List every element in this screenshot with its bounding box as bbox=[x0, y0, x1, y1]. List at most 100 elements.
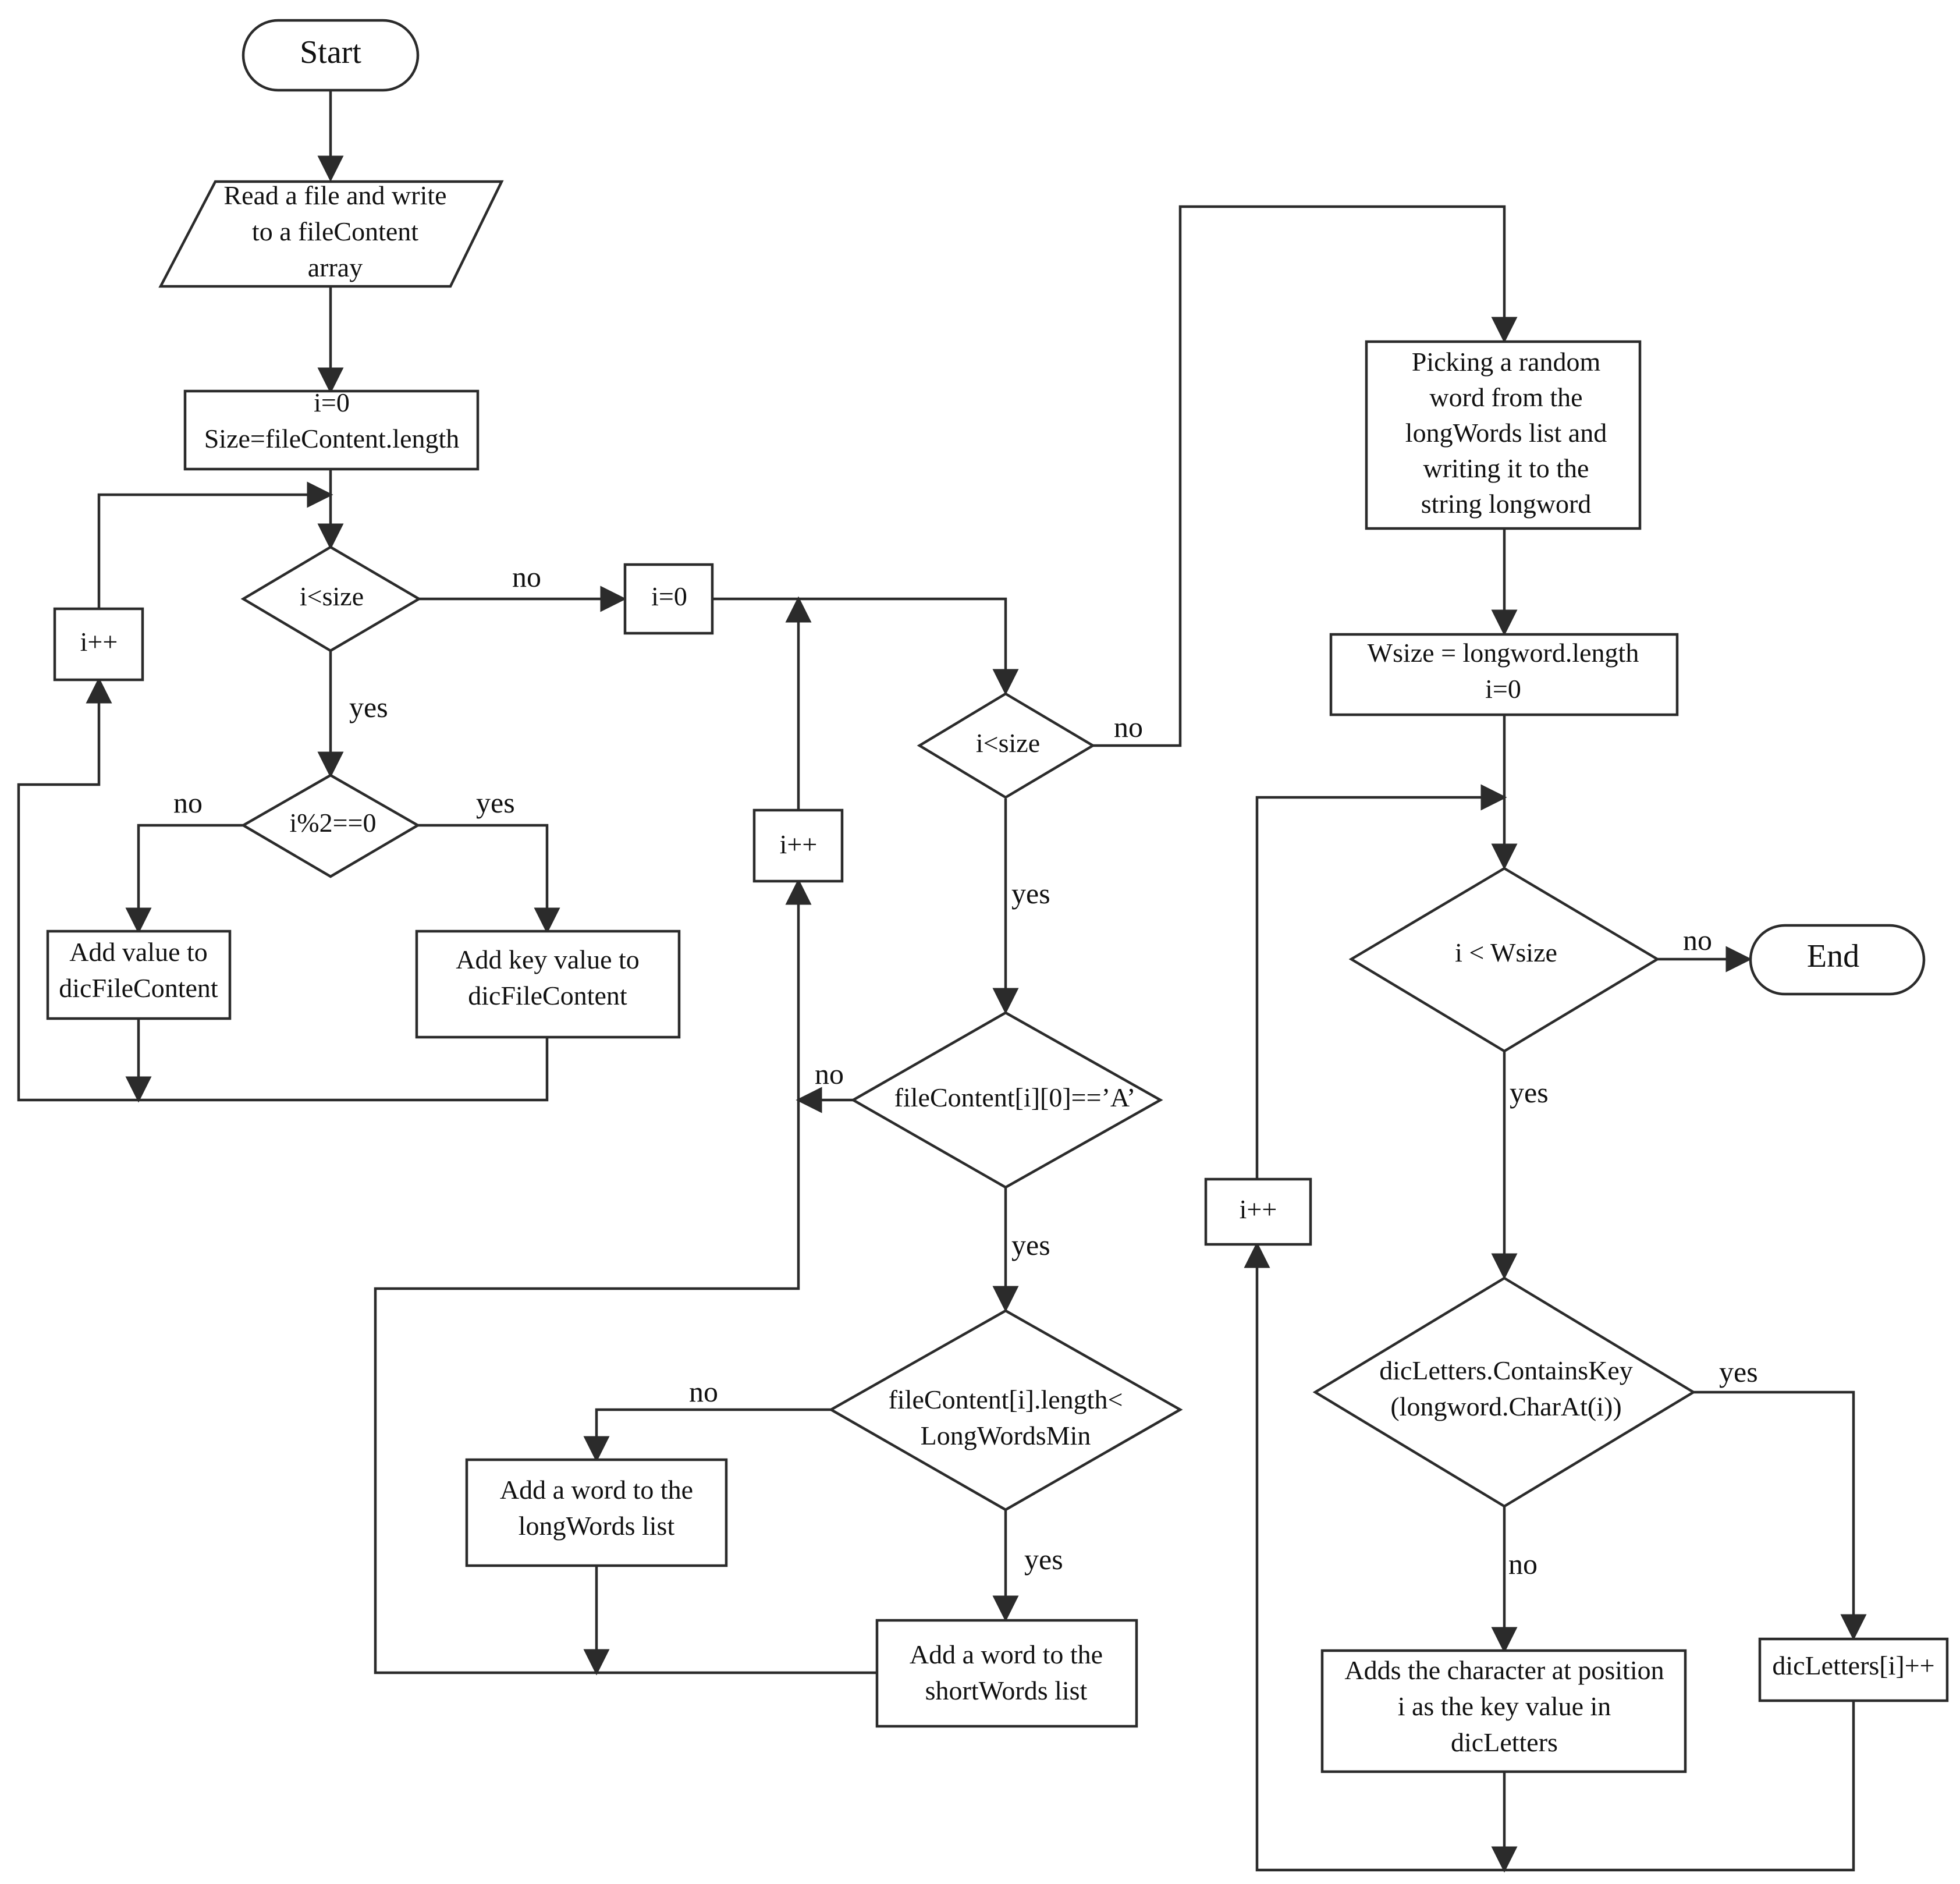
node-label-line: i%2==0 bbox=[290, 808, 377, 838]
cond-i-lt-wsize-decision bbox=[1348, 867, 1660, 1053]
node-labels: Start Read a file and write to a fileCont… bbox=[59, 34, 1934, 1757]
node-label-line: Add key value to bbox=[456, 945, 640, 974]
inc-i-3-label: i++ bbox=[1240, 1194, 1277, 1224]
pick-random-process bbox=[1365, 340, 1642, 530]
cond-i-lt-size-2-label: i<size bbox=[976, 728, 1040, 758]
node-label-line: Add a word to the bbox=[910, 1640, 1103, 1669]
node-label-line: fileContent[i].length< bbox=[889, 1385, 1123, 1414]
shapes bbox=[46, 19, 1949, 1773]
node-label-line: Add a word to the bbox=[500, 1475, 693, 1505]
edge-labels: no yes no yes no yes no yes no yes no ye… bbox=[173, 560, 1758, 1580]
node-label-line: i<size bbox=[976, 728, 1040, 758]
edge-reset-to-cond2 bbox=[712, 597, 1019, 696]
node-label-line: Wsize = longword.length bbox=[1368, 638, 1639, 668]
init-wsize-process bbox=[1329, 633, 1679, 716]
length-yes-label: yes bbox=[1024, 1543, 1063, 1576]
add-short-word-label: Add a word to the shortWords list bbox=[910, 1640, 1103, 1705]
contains-no-label: no bbox=[1508, 1548, 1538, 1580]
inc-i-1-process bbox=[53, 607, 144, 682]
add-key-value-process bbox=[415, 929, 681, 1039]
contains-yes-label: yes bbox=[1719, 1356, 1758, 1388]
edge-add-key-merge bbox=[17, 677, 549, 1102]
node-label-line: array bbox=[308, 253, 363, 282]
inc-i-1-label: i++ bbox=[80, 627, 118, 657]
mod2-yes-label: yes bbox=[476, 786, 515, 819]
node-label-line: string longword bbox=[1421, 489, 1592, 519]
mod2-no-label: no bbox=[173, 786, 203, 819]
node-label-line: i < Wsize bbox=[1455, 938, 1557, 967]
node-label-line: i++ bbox=[780, 829, 818, 859]
wsize-yes-label: yes bbox=[1510, 1076, 1549, 1109]
node-label-line: i=0 bbox=[314, 388, 350, 417]
add-value-label: Add value to dicFileContent bbox=[59, 937, 218, 1003]
node-label-line: writing it to the bbox=[1423, 453, 1589, 483]
init-size-process bbox=[183, 389, 480, 471]
connectors bbox=[17, 90, 1867, 1873]
length-no-label: no bbox=[689, 1375, 718, 1408]
size1-no-label: no bbox=[512, 560, 541, 593]
edge-inc1-loop bbox=[97, 481, 333, 609]
edge-mod2-no bbox=[125, 824, 243, 934]
size2-yes-label: yes bbox=[1011, 877, 1050, 910]
node-label-line: i as the key value in bbox=[1398, 1691, 1611, 1721]
start-label: Start bbox=[300, 34, 361, 70]
init-wsize-label: Wsize = longword.length i=0 bbox=[1368, 638, 1639, 704]
start-terminal bbox=[242, 19, 420, 92]
cond-i-lt-wsize-label: i < Wsize bbox=[1455, 938, 1557, 967]
edge-short-word-merge bbox=[374, 878, 877, 1674]
edge-inc-dic-merge bbox=[1244, 1241, 1855, 1872]
node-label-line: to a fileContent bbox=[252, 217, 418, 246]
node-label-line: dicLetters.ContainsKey bbox=[1379, 1356, 1633, 1385]
cond-length-decision bbox=[828, 1309, 1183, 1512]
node-label-line: longWords list and bbox=[1405, 418, 1607, 448]
size1-yes-label: yes bbox=[349, 691, 388, 723]
read-file-label: Read a file and write to a fileContent arr… bbox=[223, 180, 446, 282]
node-label-line: (longword.CharAt(i)) bbox=[1390, 1392, 1621, 1421]
cond-mod2-label: i%2==0 bbox=[290, 808, 377, 838]
reset-i-label: i=0 bbox=[651, 581, 687, 611]
inc-i-2-process bbox=[752, 808, 844, 883]
node-label-line: dicLetters[i]++ bbox=[1772, 1651, 1934, 1680]
node-label-line: longWords list bbox=[519, 1511, 675, 1541]
node-label-line: i=0 bbox=[651, 581, 687, 611]
node-label-line: shortWords list bbox=[925, 1676, 1088, 1705]
add-value-process bbox=[46, 929, 232, 1020]
starts-a-no-label: no bbox=[815, 1058, 844, 1090]
cond-contains-key-label: dicLetters.ContainsKey (longword.CharAt(i… bbox=[1379, 1356, 1633, 1421]
pick-random-label: Picking a random word from the longWords l… bbox=[1405, 347, 1607, 519]
cond-starts-a-decision bbox=[850, 1011, 1163, 1189]
node-label-line: i++ bbox=[80, 627, 118, 657]
add-char-key-label: Adds the character at position i as the k… bbox=[1344, 1655, 1664, 1757]
inc-i-2-label: i++ bbox=[780, 829, 818, 859]
edge-length-no bbox=[583, 1408, 831, 1463]
cond-i-lt-size-1-label: i<size bbox=[300, 581, 364, 611]
end-label: End bbox=[1807, 938, 1859, 974]
node-label-line: Size=fileContent.length bbox=[204, 424, 460, 453]
node-label-line: LongWordsMin bbox=[921, 1421, 1091, 1450]
cond-length-label: fileContent[i].length< LongWordsMin bbox=[889, 1385, 1123, 1450]
edge-inc3-loop bbox=[1255, 784, 1507, 1178]
node-label-line: word from the bbox=[1429, 382, 1582, 412]
node-label-line: Adds the character at position bbox=[1344, 1655, 1664, 1685]
node-label-line: i++ bbox=[1240, 1194, 1277, 1224]
inc-i-3-process bbox=[1204, 1177, 1312, 1246]
cond-contains-key-decision bbox=[1312, 1276, 1696, 1508]
node-label-line: dicFileContent bbox=[59, 973, 218, 1003]
read-file-io bbox=[158, 180, 504, 288]
node-label-line: Read a file and write bbox=[223, 180, 446, 210]
inc-dic-letters-label: dicLetters[i]++ bbox=[1772, 1651, 1934, 1680]
node-label-line: i=0 bbox=[1485, 674, 1521, 704]
node-label-line: Start bbox=[300, 34, 361, 70]
edge-cond2-no bbox=[1093, 205, 1518, 747]
node-label-line: i<size bbox=[300, 581, 364, 611]
size2-no-label: no bbox=[1114, 711, 1143, 743]
starts-a-yes-label: yes bbox=[1011, 1229, 1050, 1261]
node-label-line: End bbox=[1807, 938, 1859, 974]
edge-contains-yes bbox=[1693, 1390, 1867, 1641]
node-label-line: Picking a random bbox=[1412, 347, 1601, 377]
inc-dic-letters-process bbox=[1758, 1637, 1949, 1702]
node-label-line: Add value to bbox=[69, 937, 208, 967]
cond-i-lt-size-1-decision bbox=[240, 545, 422, 652]
